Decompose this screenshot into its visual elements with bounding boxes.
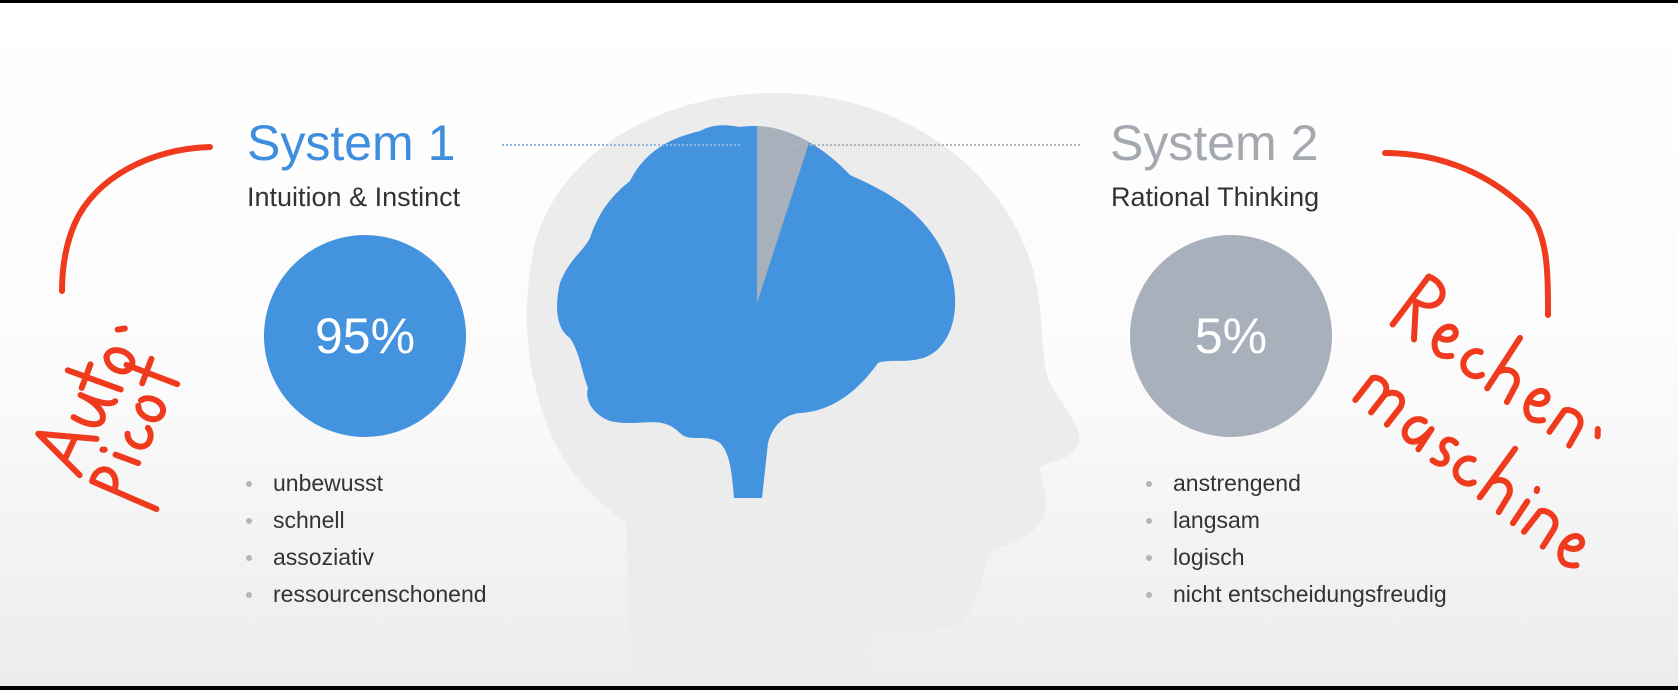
system1-percent: 95% xyxy=(314,308,416,364)
list-item: anstrengend xyxy=(1146,465,1447,502)
system2-title: System 2 xyxy=(1110,115,1319,171)
annotation-arc-left xyxy=(59,144,213,294)
handwriting-maschine xyxy=(1352,374,1586,569)
slide: System 1 Intuition & Instinct 95% unbewu… xyxy=(0,3,1678,686)
list-item: schnell xyxy=(246,502,487,539)
list-item: langsam xyxy=(1146,502,1447,539)
system1-percent-circle: 95% xyxy=(264,235,466,437)
connector-line-system2 xyxy=(790,144,1080,146)
brain-share-system2 xyxy=(757,125,838,303)
handwriting-rechen xyxy=(1389,273,1601,449)
system1-subtitle: Intuition & Instinct xyxy=(247,182,461,212)
system2-percent: 5% xyxy=(1194,308,1268,364)
list-item: assoziativ xyxy=(246,539,487,576)
connector-line-system1 xyxy=(502,144,740,146)
list-item: ressourcenschonend xyxy=(246,576,487,613)
list-item: nicht entscheidungsfreudig xyxy=(1146,576,1447,613)
system1-traits: unbewusst schnell assoziativ ressourcens… xyxy=(246,465,487,613)
system2-percent-circle: 5% xyxy=(1130,235,1332,437)
annotation-arc-right xyxy=(1382,150,1551,318)
system2-traits: anstrengend langsam logisch nicht entsch… xyxy=(1146,465,1447,613)
handwritten-annotations xyxy=(35,144,1601,569)
list-item: unbewusst xyxy=(246,465,487,502)
handwriting-pilot xyxy=(89,355,181,513)
system1-title: System 1 xyxy=(247,115,456,171)
system2-subtitle: Rational Thinking xyxy=(1111,182,1320,212)
brain-icon xyxy=(557,125,956,498)
list-item: logisch xyxy=(1146,539,1447,576)
handwriting-auto xyxy=(35,325,136,479)
